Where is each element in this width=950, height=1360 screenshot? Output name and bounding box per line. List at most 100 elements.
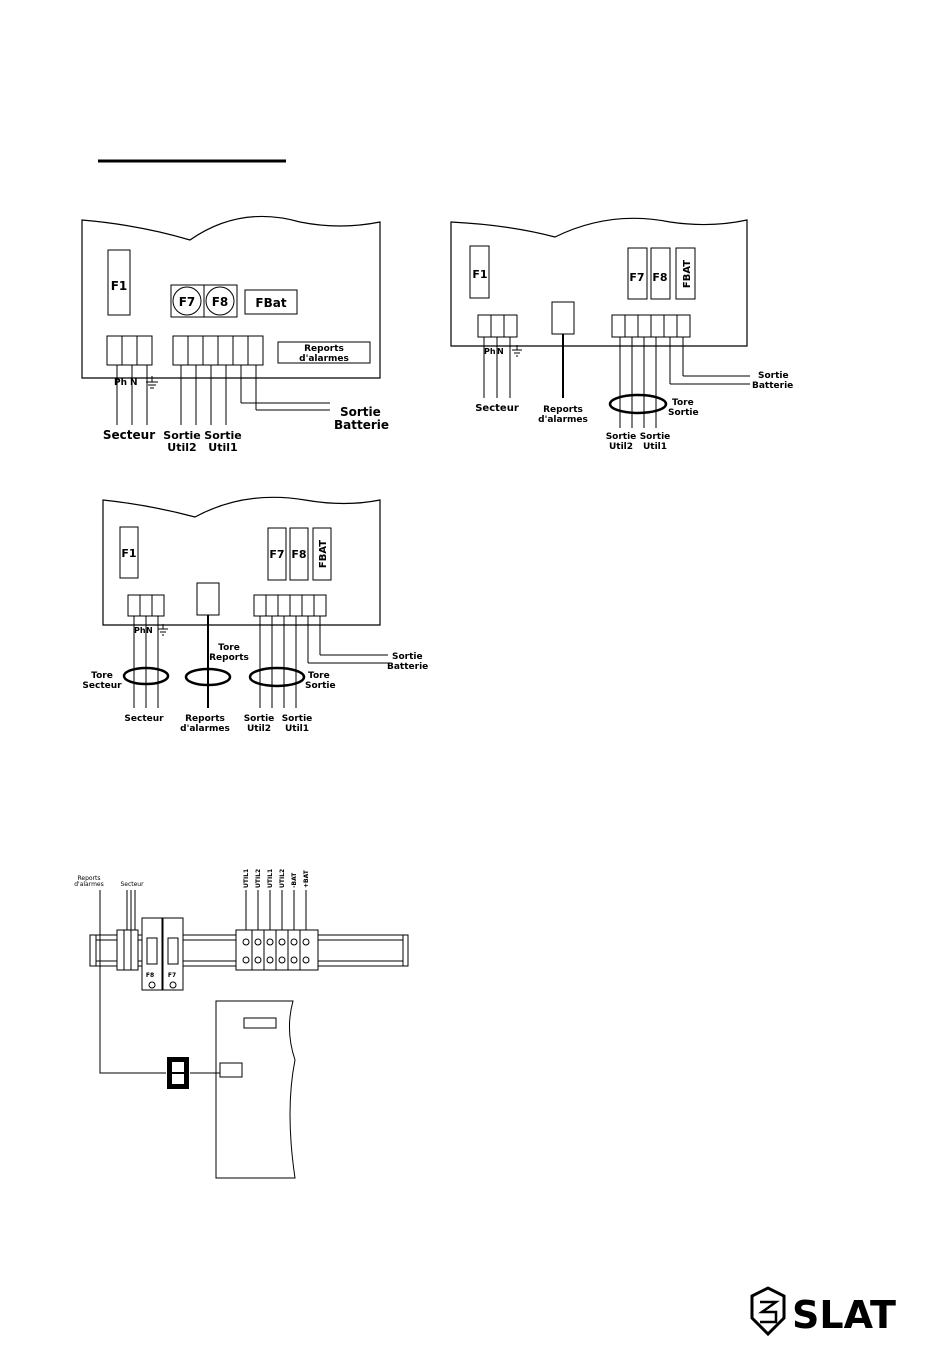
d3-fuse-f7 — [267, 527, 287, 581]
d2-secteur-label: Secteur — [475, 403, 519, 414]
d2-util2-1: Sortie — [606, 432, 637, 442]
d4-f7-label: F7 — [168, 972, 176, 979]
d4-secteur-wires — [126, 890, 136, 930]
d4-panel-label-plate — [243, 1017, 277, 1029]
diagram-4: Reports d'alarmes Secteur F8 F7 — [74, 869, 409, 1179]
slat-logo: SLAT — [750, 1286, 896, 1337]
d1-terminal-sorties — [172, 335, 264, 366]
d4-cabinet-panel — [215, 1000, 296, 1179]
d3-fuse-fbat — [312, 527, 332, 581]
d2-sortie-bat-2: Batterie — [752, 381, 793, 391]
d3-sortie-bat-2: Batterie — [387, 662, 428, 672]
d3-tore-secteur — [122, 666, 170, 686]
d2-terminal-secteur — [477, 314, 518, 338]
d4-util1b-label: UTIL1 — [267, 869, 274, 888]
d3-terminal-secteur — [127, 594, 165, 617]
d2-earth-icon — [512, 345, 522, 357]
d4-util1-label: UTIL1 — [243, 869, 250, 888]
d2-tore-sortie-1: Tore — [672, 398, 694, 408]
d3-tore-reports — [184, 667, 232, 687]
d3-tore-secteur-2: Secteur — [82, 681, 122, 691]
d2-wires — [483, 334, 750, 428]
d4-secteur-label: Secteur — [120, 881, 144, 888]
d1-fbat-label: FBat — [255, 296, 286, 310]
d1-wires — [116, 365, 330, 425]
d4-reports-2: d'alarmes — [74, 881, 104, 888]
d3-reports-2: d'alarmes — [180, 724, 230, 734]
d3-reports-1: Reports — [185, 714, 225, 724]
d1-fuse-f8-cap — [205, 286, 235, 316]
d3-util2-2: Util2 — [247, 724, 271, 734]
d1-reports-box — [277, 341, 371, 364]
d4-bat-minus-label: -BAT — [291, 872, 298, 888]
d1-secteur-label: Secteur — [103, 428, 155, 442]
d1-fuse-f7-cap — [172, 286, 202, 316]
d3-reports-connector — [196, 582, 220, 616]
d4-util2b-label: UTIL2 — [279, 869, 286, 888]
slat-logo-text: SLAT — [792, 1293, 896, 1337]
d4-output-wires — [245, 890, 307, 930]
slat-logo-mark-icon — [758, 1300, 780, 1324]
d1-util1-1: Sortie — [204, 429, 241, 442]
d4-reports-1: Reports — [77, 875, 100, 882]
d3-tore-sortie — [248, 666, 306, 688]
d4-secteur-terminals — [116, 929, 139, 971]
diagram-2: F1 F7 F8 FBAT Ph N — [450, 217, 793, 452]
d1-earth-icon — [146, 376, 158, 389]
d3-util2-1: Sortie — [244, 714, 275, 724]
d1-fuse-f8 — [203, 284, 238, 318]
d2-fuse-f1 — [469, 245, 490, 299]
d1-ph-label: Ph — [114, 378, 127, 388]
d3-fuse-f1 — [119, 526, 139, 579]
d2-f1-label: F1 — [472, 268, 487, 281]
d2-fuse-fbat — [675, 247, 696, 300]
d1-f1-label: F1 — [111, 279, 128, 293]
d3-f1-label: F1 — [121, 547, 136, 560]
d2-f7-label: F7 — [629, 271, 644, 284]
d1-sortie-bat-1: Sortie — [340, 405, 381, 419]
d2-tore-sortie — [608, 393, 668, 415]
d1-util2-2: Util2 — [167, 441, 196, 454]
d2-fuse-f8 — [650, 247, 671, 300]
d2-reports-2: d'alarmes — [538, 415, 588, 425]
d1-fuse-f1 — [107, 249, 131, 316]
d3-tore-sortie-1: Tore — [308, 671, 330, 681]
d2-fbat-label: FBAT — [682, 260, 693, 288]
d2-ph-label: Ph — [484, 347, 496, 356]
d1-reports-label-2: d'alarmes — [299, 354, 349, 364]
d2-fuse-f7 — [627, 247, 648, 300]
d2-util1-1: Sortie — [640, 432, 671, 442]
d1-panel — [81, 215, 381, 379]
diagram-3: F1 F7 F8 FBAT Ph N — [82, 496, 428, 734]
d4-reports-cable — [99, 890, 166, 1074]
diagram-1: F1 F7 F8 FBat Reports d'alarmes Ph N — [81, 215, 389, 454]
d1-reports-label-1: Reports — [304, 344, 344, 354]
d1-n-label: N — [130, 378, 138, 388]
d3-secteur-label: Secteur — [124, 714, 164, 724]
d4-ferrite-core — [167, 1057, 189, 1089]
d3-tore-secteur-1: Tore — [91, 671, 113, 681]
d4-panel-connector — [219, 1062, 243, 1078]
d1-sortie-bat-2: Batterie — [334, 418, 389, 432]
d3-util1-1: Sortie — [282, 714, 313, 724]
d3-ph-label: Ph — [134, 626, 146, 635]
d3-tore-reports-2: Reports — [209, 653, 249, 663]
d3-terminal-sorties — [253, 594, 327, 617]
d3-tore-sortie-2: Sortie — [305, 681, 336, 691]
d3-fuse-f8 — [289, 527, 309, 581]
d1-terminal-secteur — [106, 335, 153, 366]
d2-tore-sortie-2: Sortie — [668, 408, 699, 418]
d2-reports-1: Reports — [543, 405, 583, 415]
d1-util2-1: Sortie — [163, 429, 200, 442]
d4-output-terminals — [235, 929, 319, 971]
d4-util2-label: UTIL2 — [255, 869, 262, 888]
d2-f8-label: F8 — [652, 271, 667, 284]
d3-wires — [133, 615, 388, 708]
d3-tore-reports-1: Tore — [218, 643, 240, 653]
d2-n-label: N — [497, 347, 504, 356]
d2-util1-2: Util1 — [643, 442, 667, 452]
d3-util1-2: Util1 — [285, 724, 309, 734]
d2-reports-connector — [551, 301, 575, 335]
d1-util1-2: Util1 — [208, 441, 237, 454]
